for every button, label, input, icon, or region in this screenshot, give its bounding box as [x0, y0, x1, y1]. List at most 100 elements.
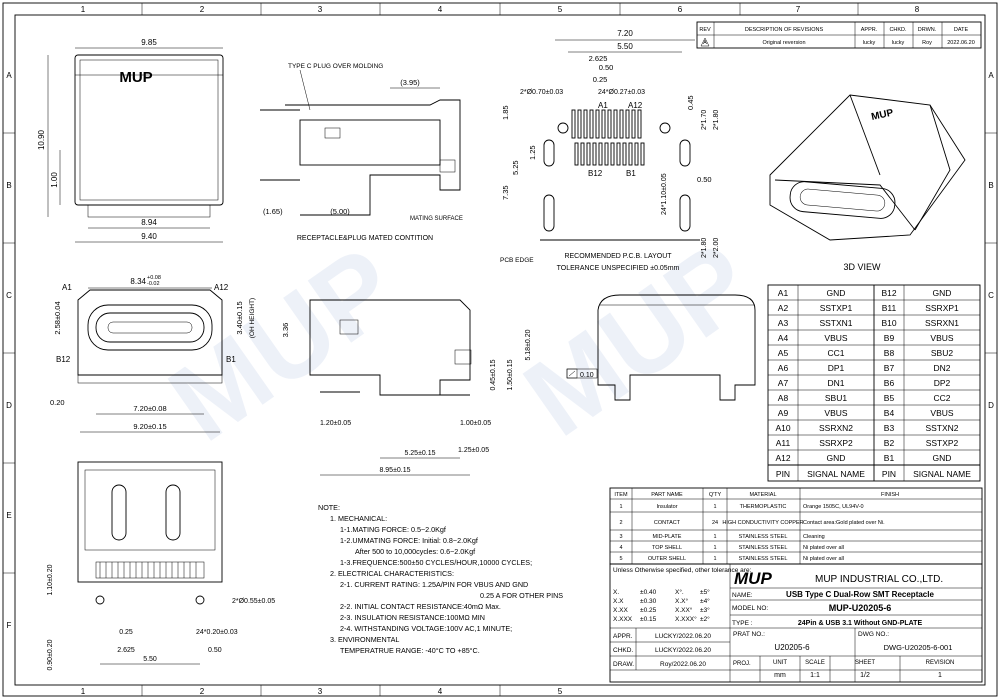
dim-front-2-58: 2.58±0.04: [53, 301, 62, 334]
dim-pcb-1-85: 1.85: [501, 105, 510, 120]
tol-linear-val: ±0.15: [640, 616, 657, 623]
bom-header-finish: FINISH: [881, 492, 899, 498]
bom-header-material: MATERIAL: [749, 492, 776, 498]
dim-bottom-0-25: 0.25: [119, 629, 133, 636]
dim-front-9-20: 9.20±0.15: [133, 422, 166, 431]
pin-table-cell: GND: [827, 288, 846, 298]
grid-row-a-right: A: [988, 71, 994, 80]
tol-linear-val: ±0.25: [640, 607, 657, 614]
appr-value: LUCKY/2022.06.20: [655, 633, 711, 640]
company-name: MUP INDUSTRIAL CO.,LTD.: [815, 574, 943, 585]
dim-front-8-34-tol-plus: +0.08: [147, 275, 161, 281]
end-view: 0.10: [566, 294, 756, 401]
model-label: MODEL NO:: [732, 605, 768, 612]
note-line-9: 2-2. INITIAL CONTACT RESISTANCE:40mΩ Max…: [340, 602, 501, 611]
drwn-label: DRAW.: [613, 661, 634, 668]
tolerance-note: Unless Otherwise specified, other tolera…: [613, 567, 752, 574]
end-flatness: 0.10: [580, 372, 594, 379]
dwg-no-label: DWG NO.:: [858, 631, 889, 638]
grid-row-b-left: B: [6, 181, 11, 190]
pcb-edge-label: PCB EDGE: [500, 257, 534, 264]
pcb-pin-b1: B1: [626, 169, 636, 178]
bom-cell-material: STAINLESS STEEL: [739, 534, 788, 540]
pin-table-cell: B7: [884, 363, 895, 373]
pin-table-cell: SSTXN2: [925, 423, 958, 433]
dim-pcb-2-1-70: 2*1.70: [701, 110, 708, 130]
tol-linear-val: ±0.40: [640, 589, 657, 596]
grid-row-e-left: E: [6, 511, 11, 520]
note-line-7: 2-1. CURRENT RATING: 1.25A/PIN FOR VBUS …: [340, 580, 528, 589]
pin-footer-signal-a: SIGNAL NAME: [807, 469, 865, 479]
bom-cell-part: OUTER SHELL: [648, 556, 686, 562]
front-view: 8.34 +0.08 -0.02 2.58±0.04 3.40±0.15 (OH…: [50, 275, 256, 433]
type-label: TYPE :: [732, 620, 753, 627]
notes-title: NOTE:: [318, 503, 340, 512]
rev-row-drwn: Roy: [922, 40, 932, 46]
tol-linear-val: ±0.30: [640, 598, 657, 605]
dim-front-8-34: 8.34: [130, 277, 146, 286]
pin-table-cell: A10: [775, 423, 790, 433]
pin-table-cell: A4: [778, 333, 789, 343]
rev-row-desc: Original reversion: [762, 40, 805, 46]
grid-row-a-left: A: [6, 71, 12, 80]
dim-pcb-7-20: 7.20: [617, 29, 633, 38]
grid-col-8-top: 8: [915, 5, 920, 14]
unit-label: UNIT: [773, 660, 787, 666]
dim-front-7-20: 7.20±0.08: [133, 404, 166, 413]
tol-angle-val: ±4°: [700, 597, 710, 605]
rev-header-appr: APPR.: [861, 27, 878, 33]
scale-value: 1:1: [810, 672, 820, 679]
rev-triangle-icon: [700, 37, 710, 47]
dim-bottom-2-625: 2.625: [117, 647, 135, 654]
grid-row-f-left: F: [7, 621, 12, 630]
pin-table-cell: B9: [884, 333, 895, 343]
title-block: Unless Otherwise specified, other tolera…: [609, 563, 983, 683]
pin-table-cell: SSTXN1: [819, 318, 852, 328]
pin-table-cell: DN1: [827, 378, 844, 388]
grid-col-3-bottom: 3: [318, 687, 323, 696]
side-mated-view: TYPE C PLUG OVER MOLDING (3.95) (1.65) (…: [260, 63, 463, 242]
sheet-label: SHEET: [855, 660, 875, 666]
dim-front-0-20: 0.20: [50, 398, 65, 407]
drwn-value: Roy/2022.06.20: [660, 661, 706, 668]
bom-cell-item: 2: [619, 520, 622, 526]
grid-col-5-bottom: 5: [558, 687, 563, 696]
bom-cell-material: HIGH CONDUCTIVITY COPPER: [722, 520, 803, 526]
dim-pcb-2-1-80: 2*1.80: [713, 110, 720, 130]
dim-pcb-slot-1-10: 24*1.10±0.05: [661, 173, 668, 215]
watermark: MUP MUP: [148, 219, 774, 465]
pin-table-cell: SSTXP1: [820, 303, 853, 313]
bom-cell-material: THERMOPLASTIC: [740, 504, 787, 510]
rev-row-chkd: lucky: [892, 40, 905, 46]
pin-table-cell: SSRXP2: [819, 438, 853, 448]
three-d-view: MUP 3D VIEW: [769, 94, 966, 272]
grid-col-2-top: 2: [200, 5, 205, 14]
notes: NOTE: 1. MECHANICAL: 1-1.MATING FORCE: 0…: [318, 503, 563, 655]
pin-table-cell: B6: [884, 378, 895, 388]
dim-pcb-2-1-80b: 2*1.80: [701, 238, 708, 258]
dim-pcb-0-45: 0.45: [686, 95, 695, 110]
part-no-value: U20205-6: [774, 643, 810, 652]
pin-table-cell: B2: [884, 438, 895, 448]
revision-table: REV DESCRIPTION OF REVISIONS APPR. CHKD.…: [696, 21, 982, 49]
dim-top-9-40: 9.40: [141, 232, 157, 241]
grid-col-5-top: 5: [558, 5, 563, 14]
bom-header-item: ITEM: [614, 492, 628, 498]
pcb-layout: 7.20 5.50 2.625 0.50 0.25 2*Ø0.70±0.03 2…: [500, 29, 720, 272]
bom-cell-finish: Ni plated over all: [803, 556, 844, 562]
bom-cell-qty: 1: [713, 556, 716, 562]
tol-linear-key: X.XX: [613, 607, 628, 614]
note-line-11: 2-4. WITHSTANDING VOLTAGE:100V AC,1 MINU…: [340, 624, 512, 633]
dim-pcb-0-25: 0.25: [593, 75, 608, 84]
bom-cell-part: Insulator: [656, 504, 677, 510]
pin-table-cell: CC2: [933, 393, 950, 403]
pin-footer-pin-a: PIN: [776, 469, 790, 479]
pin-table-cell: A1: [778, 288, 789, 298]
grid-col-1-top: 1: [81, 5, 86, 14]
pin-table-cell: B5: [884, 393, 895, 403]
pin-table-cell: B10: [881, 318, 896, 328]
dim-top-height: 10.90: [37, 129, 46, 150]
tol-angle-val: ±5°: [700, 588, 710, 596]
three-d-caption: 3D VIEW: [843, 262, 881, 272]
